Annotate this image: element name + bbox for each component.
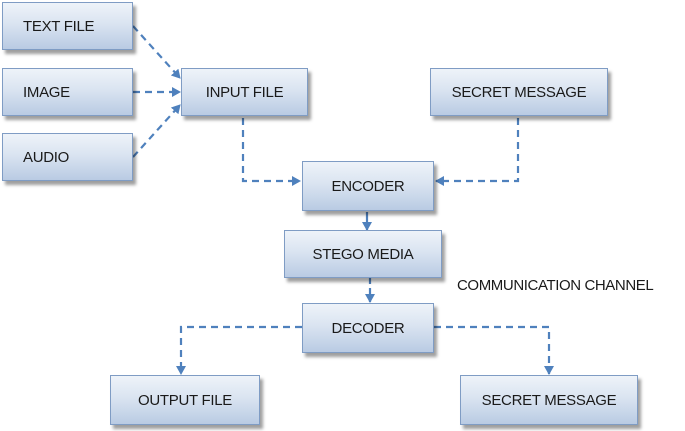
node-output-file: OUTPUT FILE [110,375,260,425]
edge-input-file-to-encoder [241,118,301,186]
edge-text-file-to-input-file [132,25,181,79]
node-text-file: TEXT FILE [2,2,133,50]
edge-secret-message-to-encoder [435,118,520,186]
node-decoder: DECODER [302,303,434,353]
edge-audio-to-input-file [132,104,181,158]
edge-decoder-to-output-file [176,325,302,375]
node-secret-message-input: SECRET MESSAGE [430,68,608,116]
node-secret-message-output: SECRET MESSAGE [460,375,638,425]
node-encoder: ENCODER [302,161,434,211]
node-stego-media: STEGO MEDIA [284,230,442,278]
node-input-file: INPUT FILE [181,68,308,116]
label-communication-channel: COMMUNICATION CHANNEL [457,277,654,294]
edge-decoder-to-secret-message [434,325,554,375]
node-audio: AUDIO [2,133,133,181]
node-image: IMAGE [2,68,133,116]
